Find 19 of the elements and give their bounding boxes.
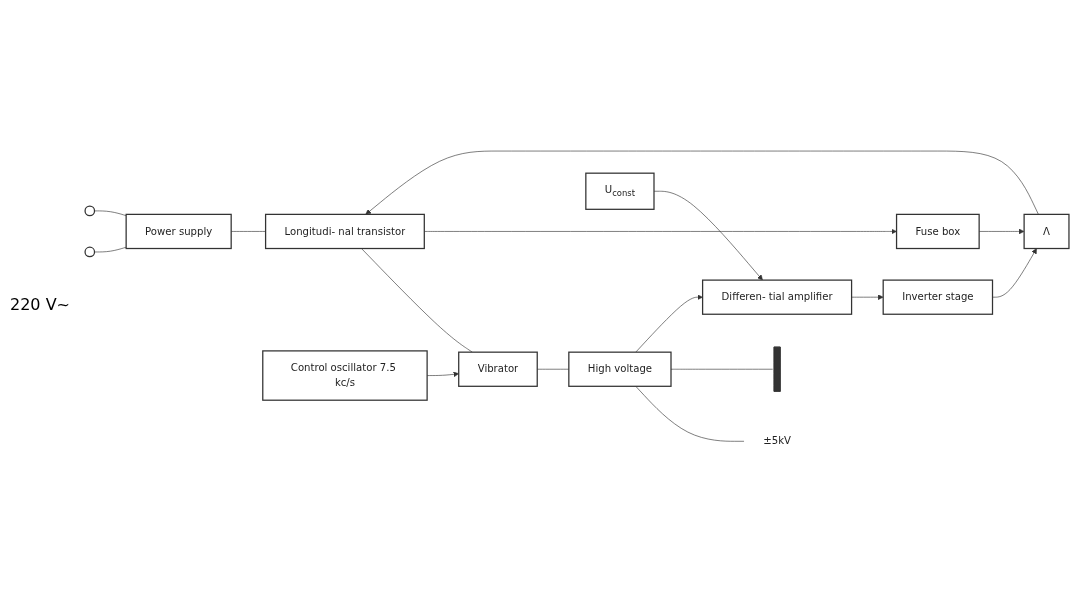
node-box: U$_{const}$ — [585, 172, 655, 210]
node-box: Vibrator — [458, 351, 538, 387]
connector — [361, 248, 473, 353]
voltage-label: 220 V~ — [10, 295, 70, 314]
node-circle — [84, 246, 96, 258]
connector — [670, 368, 773, 370]
connector — [635, 385, 745, 442]
node-box: Power supply — [125, 213, 232, 249]
node-box: Inverter stage — [882, 279, 994, 315]
node-box: Fuse box — [895, 213, 980, 249]
node-circle — [84, 205, 96, 217]
node-box: Differen- tial amplifier — [701, 279, 853, 315]
node-box: Control oscillator 7.5 kc/s — [262, 350, 428, 401]
connector — [94, 246, 127, 253]
node-box: Λ — [1023, 213, 1070, 249]
node-text: ±5kV — [763, 434, 791, 447]
node-box: High voltage — [568, 351, 672, 387]
connector — [94, 210, 127, 216]
node-box: Longitudi- nal transistor — [264, 213, 425, 249]
